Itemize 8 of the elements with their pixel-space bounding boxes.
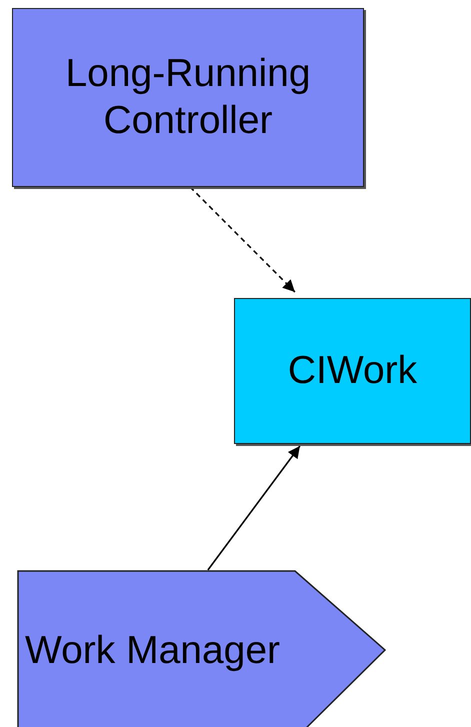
process-box <box>234 298 471 444</box>
arrow <box>190 186 296 293</box>
arrow <box>207 446 301 570</box>
node-label: Long-Running Controller <box>64 51 312 144</box>
node-label: CIWork <box>288 348 418 394</box>
process-box <box>12 8 364 187</box>
node-label: Work Manager <box>25 628 280 674</box>
pentagon-shape <box>17 570 387 727</box>
